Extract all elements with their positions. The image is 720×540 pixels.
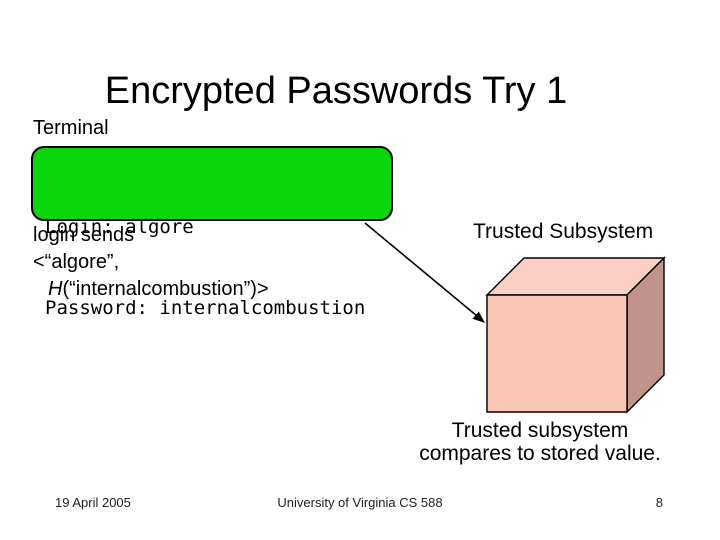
trusted-subsystem-label: Trusted Subsystem (473, 220, 654, 243)
cube-caption-line2: compares to stored value. (419, 442, 661, 465)
arrow-head-icon (472, 311, 485, 323)
hash-function-symbol: H (48, 278, 63, 300)
terminal-label: Terminal (33, 117, 109, 139)
page-title: Encrypted Passwords Try 1 (104, 70, 568, 112)
arrow-line (364, 222, 478, 317)
message-line3-rest: (“internalcombustion”)> (62, 278, 269, 300)
slide-number: 8 (655, 495, 663, 510)
terminal-output: Login: algore Password: internalcombusti… (45, 160, 365, 349)
terminal-login-line: Login: algore (45, 216, 194, 238)
footer-course-name: University of Virginia CS 588 (277, 495, 443, 510)
terminal-password-line: Password: internalcombustion (45, 297, 366, 319)
cube-caption-line1: Trusted subsystem (451, 419, 629, 442)
terminal-box (31, 146, 393, 221)
message-line3: H(“internalcombustion”)> (33, 276, 269, 303)
cube-caption: Trusted subsystem compares to stored val… (389, 419, 691, 465)
message-line2: <“algore”, (33, 251, 120, 273)
cube-front-face (486, 294, 628, 413)
footer-date: 19 April 2005 (55, 495, 131, 510)
login-sends-message: login sends <“algore”, H(“internalcombus… (33, 222, 269, 303)
message-line1: login sends (33, 224, 135, 246)
